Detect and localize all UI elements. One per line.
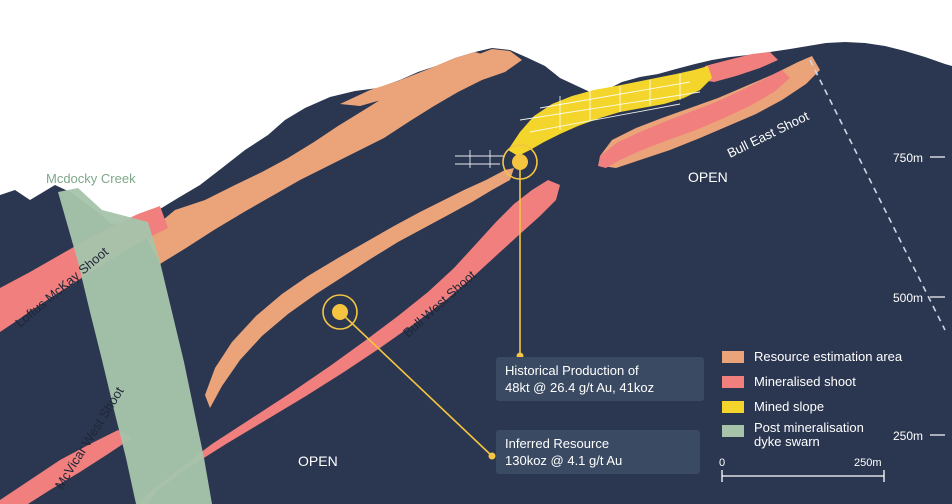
shoot-mcvicar-west [0,430,132,504]
inferred-line-2: 130koz @ 4.1 g/t Au [505,453,623,468]
open-label-top: OPEN [688,169,728,185]
depth-ticks [930,156,945,436]
legend-swatch [722,351,744,363]
scale-start-label: 0 [719,457,725,469]
mined-slope [508,66,712,156]
depth-label-750: 750m [893,151,923,165]
scale-end-label: 250m [854,457,882,469]
dyke-swarm [58,188,212,504]
historical-line-1: Historical Production of [505,363,639,378]
legend-label: Mineralised shoot [754,374,856,389]
historical-production-callout: Historical Production of 48kt @ 26.4 g/t… [496,357,704,401]
shoot-upper-east [702,52,778,82]
depth-label-250: 250m [893,429,923,443]
creek-label: Mcdocky Creek [46,171,136,186]
marker-inferred [322,294,358,330]
legend-label: Resource estimation area [754,349,903,364]
legend-swatch [722,376,744,388]
inferred-line-1: Inferred Resource [505,436,610,451]
marker-inferred-end [488,452,496,460]
legend-label: Mined slope [754,399,825,414]
legend-label: Post mineralisation dyke swarn [754,420,864,449]
marker-historical [502,144,538,180]
legend-swatch [722,401,744,413]
open-label-bottom: OPEN [298,453,338,469]
legend-swatch [722,425,744,437]
leader-inferred [339,311,493,457]
resource-area-upper-left [145,49,522,264]
historical-line-2: 48kt @ 26.4 g/t Au, 41koz [505,380,655,395]
inferred-resource-callout: Inferred Resource 130koz @ 4.1 g/t Au [496,430,700,474]
shoot-bull-east [598,70,790,168]
workings-outline [455,74,701,168]
scale-bar [721,470,885,482]
resource-area-middle [205,168,514,408]
shoot-bull-west [140,180,560,504]
resource-area-upper-strip [340,52,488,106]
depth-label-500: 500m [893,291,923,305]
